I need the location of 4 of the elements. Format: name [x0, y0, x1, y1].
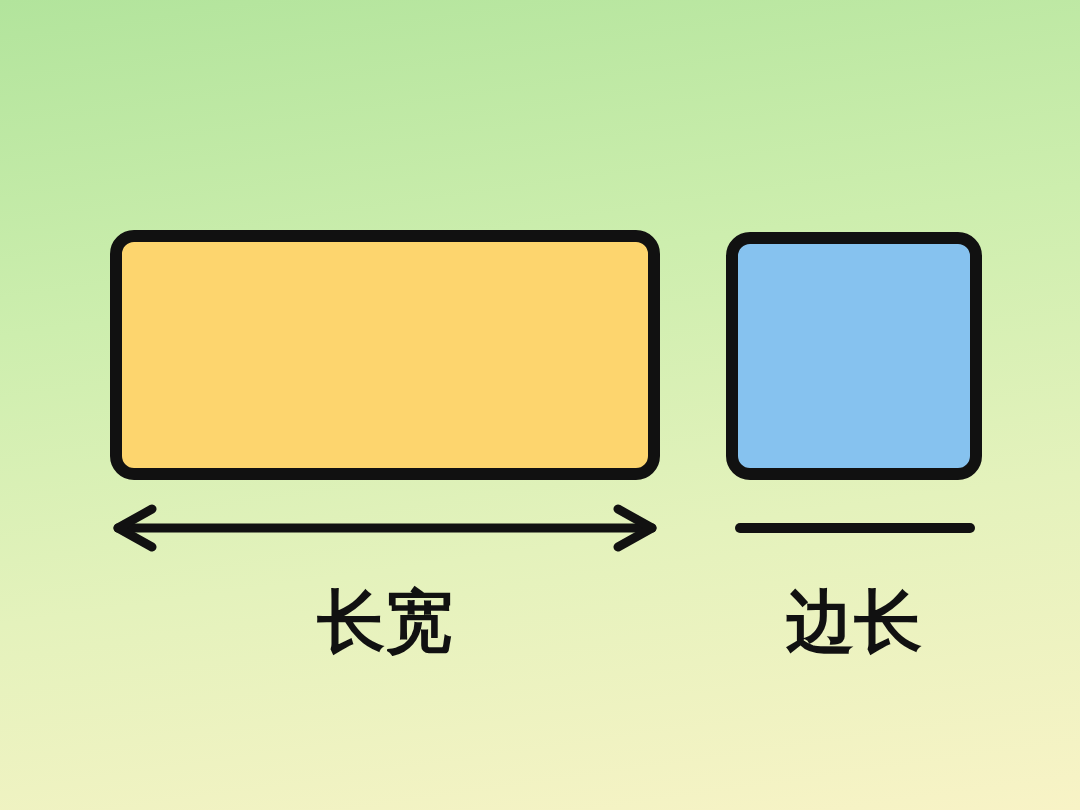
shape-label: 长宽 — [316, 588, 454, 656]
rounded-rectangle — [110, 230, 660, 480]
rounded-rectangle — [726, 232, 982, 480]
shape-label: 边长 — [785, 588, 923, 656]
